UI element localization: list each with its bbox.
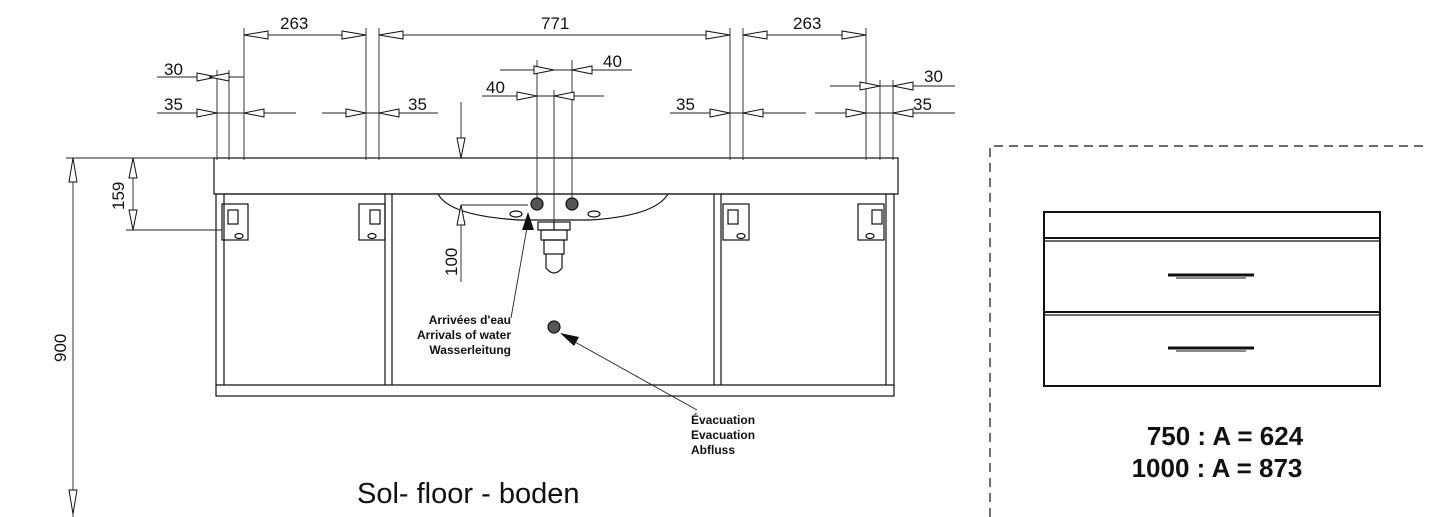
- dim-35-left-inner: 35: [408, 95, 427, 114]
- bracket-center-right: [722, 203, 750, 241]
- drawer-detail-panel: [989, 145, 1429, 517]
- dim-35-left-outer: 35: [164, 95, 183, 114]
- siphon: [537, 221, 571, 274]
- dimension-lines: [66, 28, 955, 517]
- note-drain-de: Abfluss: [691, 443, 735, 457]
- dim-35-right-inner: 35: [676, 95, 695, 114]
- dim-40-right: 40: [603, 52, 622, 71]
- note-water-fr: Arrivées d'eau: [429, 313, 511, 327]
- dim-263-left: 263: [280, 14, 308, 33]
- note-drain-en: Evacuation: [691, 428, 755, 442]
- dim-35-right-outer: 35: [913, 95, 932, 114]
- note-water-en: Arrivals of water: [417, 328, 511, 342]
- size-750: 750 : A = 624: [1147, 421, 1304, 451]
- note-water-de: Wasserleitung: [429, 343, 511, 357]
- dim-263-right: 263: [793, 14, 821, 33]
- dim-771: 771: [541, 14, 569, 33]
- dim-30-left: 30: [164, 60, 183, 79]
- dim-159: 159: [109, 182, 128, 210]
- dim-30-right: 30: [924, 67, 943, 86]
- floor-caption: Sol- floor - boden: [357, 478, 579, 510]
- bracket-right: [857, 203, 885, 241]
- dim-40-left: 40: [486, 78, 505, 97]
- bracket-left: [221, 203, 249, 241]
- water-inlet-left: [530, 197, 544, 211]
- dim-900: 900: [51, 334, 70, 362]
- water-inlet-right: [565, 197, 579, 211]
- cabinet-body: [215, 193, 895, 397]
- leader-lines: [510, 212, 698, 411]
- drawer-unit: [1043, 211, 1381, 387]
- dim-100: 100: [442, 248, 461, 276]
- countertop: [213, 157, 899, 195]
- size-1000: 1000 : A = 873: [1132, 453, 1303, 483]
- bracket-center-left: [358, 203, 386, 241]
- note-drain-fr: Évacuation: [691, 412, 755, 427]
- drain-outlet: [547, 320, 561, 334]
- basin-outline: [437, 193, 669, 221]
- cabinet-front-view: [213, 157, 899, 397]
